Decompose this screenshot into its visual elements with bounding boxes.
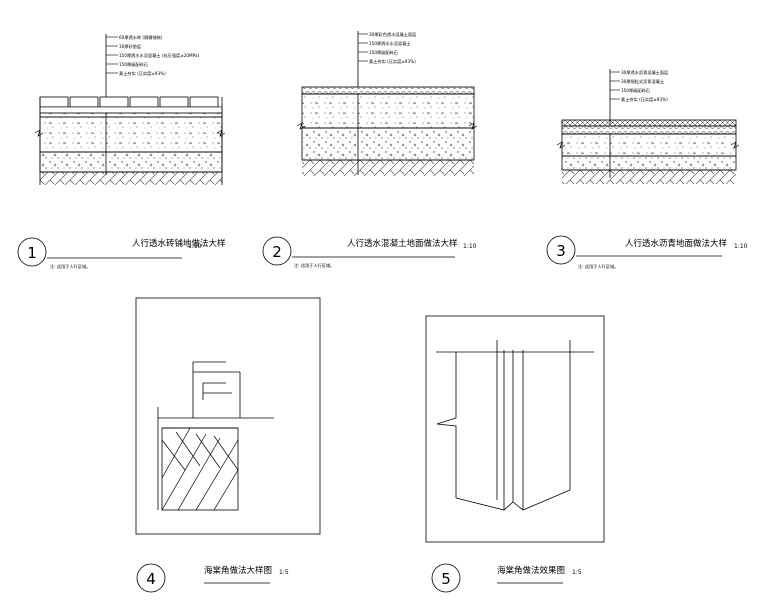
- detail-4-title-block: 4 海棠角做法大样图 1:5: [136, 563, 289, 593]
- detail-1-title-block: 1 人行透水砖铺地做法大样 1:10 注: 适用于人行区域。: [17, 237, 226, 270]
- detail-3-scale: 1:10: [734, 243, 748, 250]
- detail-2-layer-label: 素土夯实 (压实度≥93%): [369, 58, 416, 65]
- detail-3-layer-label: 30厚透水沥青混凝土面层: [621, 69, 668, 76]
- detail-3-title-block: 3 人行透水沥青地面做法大样 1:10 注: 适用于人行区域。: [546, 235, 748, 270]
- detail-3-number-circle: [546, 235, 576, 265]
- detail-1-layer-label: 150厚透水水泥混凝土 (抗压强度≥20MPa): [119, 52, 200, 59]
- detail-1-title: 人行透水砖铺地做法大样: [132, 238, 226, 249]
- detail-3-layer-label: 素土夯实 (压实度≥93%): [621, 96, 668, 103]
- detail-2-scale: 1:10: [463, 243, 477, 250]
- detail-1-layer-label: 60厚透水砖 (隔栅铺装): [119, 34, 163, 41]
- detail-3-title: 人行透水沥青地面做法大样: [625, 238, 728, 249]
- detail-2-layer-labels: 30厚彩色透水混凝土面层 150厚透水水泥混凝土 150厚级配碎石 素土夯实 (…: [369, 31, 416, 65]
- detail-3-layer-label: 150厚级配碎石: [621, 87, 650, 94]
- detail-1-number: 1: [27, 244, 37, 262]
- detail-5-number: 5: [441, 570, 451, 588]
- detail-5-title-block: 5 海棠角做法效果图 1:5: [431, 563, 582, 593]
- detail-2-layer-label: 30厚彩色透水混凝土面层: [369, 31, 416, 38]
- detail-2-section: [296, 31, 478, 176]
- detail-1-scale: 1:10: [188, 243, 202, 250]
- detail-3-section: [556, 69, 740, 184]
- detail-4-number: 4: [146, 570, 156, 588]
- detail-1-layer-label: 150厚级配碎石: [119, 61, 148, 68]
- detail-2-title: 人行透水混凝土地面做法大样: [347, 238, 458, 249]
- detail-5-drawing: [425, 315, 605, 543]
- detail-1-layer-label: 素土夯实 (压实度≥93%): [119, 70, 166, 77]
- detail-1-note: 注: 适用于人行区域。: [50, 263, 90, 270]
- detail-1-layer-label: 30厚砂垫层: [119, 43, 141, 50]
- detail-1-section: [34, 34, 226, 185]
- detail-2-note: 注: 适用于人行区域。: [294, 262, 334, 269]
- detail-3-number: 3: [556, 242, 566, 260]
- detail-5-scale: 1:5: [572, 569, 582, 576]
- detail-1-number-circle: [17, 237, 47, 267]
- detail-2-layer-label: 150厚级配碎石: [369, 49, 398, 56]
- detail-2-number: 2: [272, 243, 282, 261]
- detail-5-title: 海棠角做法效果图: [497, 565, 565, 576]
- detail-3-layer-labels: 30厚透水沥青混凝土面层 30厚细粒式沥青混凝土 150厚级配碎石 素土夯实 (…: [621, 69, 668, 103]
- detail-4-title: 海棠角做法大样图: [204, 565, 272, 576]
- detail-1-layer-labels: 60厚透水砖 (隔栅铺装) 30厚砂垫层 150厚透水水泥混凝土 (抗压强度≥2…: [119, 34, 200, 77]
- detail-2-title-block: 2 人行透水混凝土地面做法大样 1:10 注: 适用于人行区域。: [262, 236, 477, 269]
- detail-3-note: 注: 适用于人行区域。: [578, 263, 618, 270]
- detail-2-layer-label: 150厚透水水泥混凝土: [369, 40, 411, 47]
- detail-5-number-circle: [431, 563, 461, 593]
- detail-3-layer-label: 30厚细粒式沥青混凝土: [621, 78, 664, 85]
- detail-4-number-circle: [136, 563, 166, 593]
- detail-4-drawing: [135, 297, 321, 535]
- detail-2-number-circle: [262, 236, 292, 266]
- detail-4-scale: 1:5: [279, 569, 289, 576]
